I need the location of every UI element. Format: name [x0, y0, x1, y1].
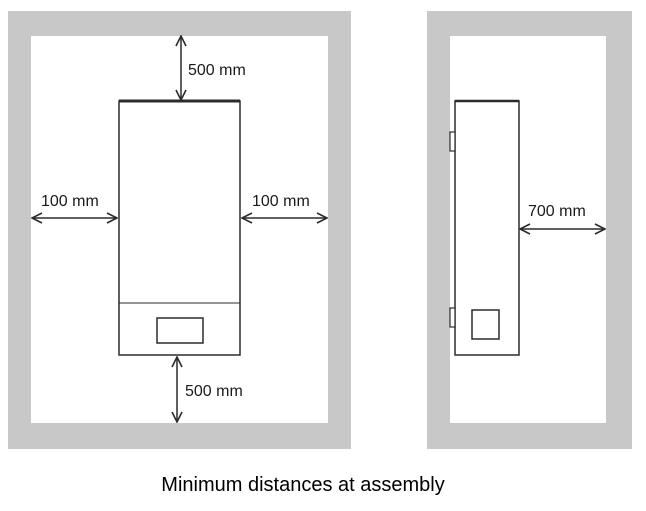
boiler-display: [156, 317, 204, 344]
left-clearance-label: 100 mm: [41, 193, 99, 210]
side-control-box: [471, 309, 500, 340]
mounting-bracket-bottom: [449, 307, 456, 328]
front-clearance-label: 700 mm: [528, 203, 586, 220]
diagram-caption: Minimum distances at assembly: [161, 474, 445, 496]
boiler-side: [449, 99, 520, 356]
bottom-clearance-label: 500 mm: [185, 383, 243, 400]
mounting-bracket-top: [449, 131, 456, 152]
boiler-front: [118, 99, 241, 356]
front-view: 500 mm 100 mm 100 mm 500 mm: [8, 11, 351, 449]
top-clearance-label: 500 mm: [188, 62, 246, 79]
right-clearance-label: 100 mm: [252, 193, 310, 210]
boiler-body: [118, 100, 241, 356]
side-view: 700 mm: [427, 11, 632, 449]
